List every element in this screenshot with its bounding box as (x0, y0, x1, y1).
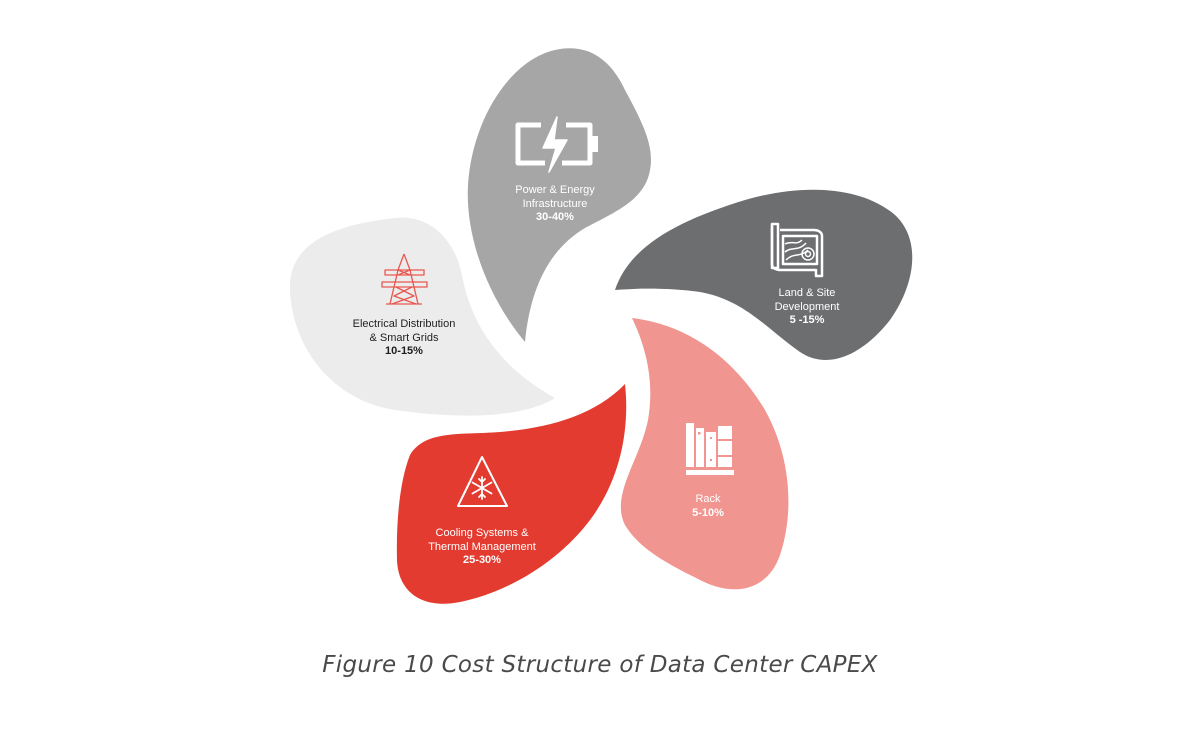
segment-name: Cooling Systems & (435, 527, 529, 539)
segment-name: Land & Site (778, 287, 836, 299)
figure-caption: Figure 10 Cost Structure of Data Center … (322, 652, 878, 678)
segment-value: 10-15% (385, 345, 423, 357)
petal-electrical (289, 217, 555, 416)
label-electrical: Electrical Distribution & Smart Grids 10… (353, 318, 456, 359)
segment-name: Electrical Distribution (352, 318, 456, 330)
petal-land (615, 189, 913, 361)
petal-rack (620, 318, 789, 590)
segment-value: 5 -15% (789, 314, 825, 326)
segment-name: Power & Energy (515, 184, 595, 196)
segment-value: 25-30% (463, 554, 501, 566)
petal-power (467, 48, 651, 343)
segment-name: & Smart Grids (369, 331, 439, 344)
rack-books-icon (686, 423, 734, 475)
label-cooling: Cooling Systems & Thermal Management 25-… (428, 527, 536, 568)
snowflake-warning-icon (457, 456, 508, 507)
battery-bolt-icon (515, 116, 598, 173)
petal-cooling (396, 384, 627, 604)
segment-name: Rack (695, 493, 721, 505)
segment-value: 5-10% (692, 506, 724, 519)
segment-name: Development (774, 300, 840, 313)
label-rack: Rack 5-10% (692, 493, 724, 520)
segment-value: 30-40% (536, 211, 574, 223)
transmission-tower-icon (381, 253, 428, 305)
topographic-map-icon (770, 222, 824, 278)
segment-name: Thermal Management (428, 540, 536, 553)
label-power: Power & Energy Infrastructure 30-40% (515, 184, 594, 225)
segment-name: Infrastructure (522, 197, 588, 210)
label-land: Land & Site Development 5 -15% (775, 287, 840, 328)
